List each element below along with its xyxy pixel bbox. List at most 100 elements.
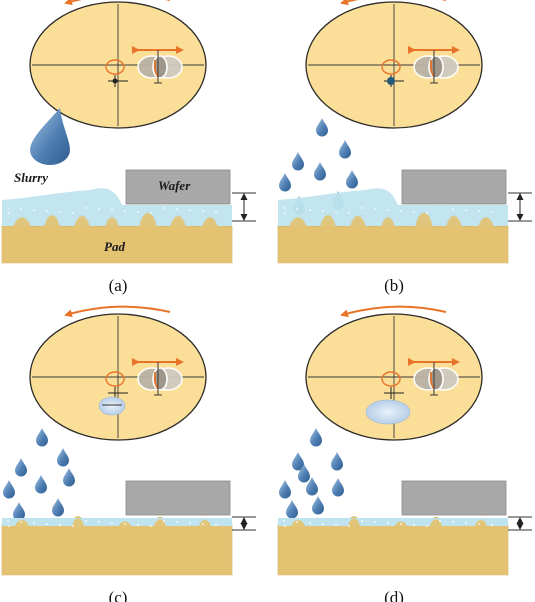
- slurry-particle: [33, 522, 35, 524]
- slurry-particle: [46, 523, 48, 525]
- slurry-particle: [59, 211, 61, 213]
- slurry-droplet: [286, 500, 298, 519]
- slurry-particle: [176, 208, 178, 210]
- slurry-particle: [361, 207, 363, 209]
- label-slurry: Slurry: [14, 170, 48, 185]
- slurry-particle: [137, 211, 139, 213]
- carrier-marker: [429, 371, 435, 390]
- slurry-particle: [374, 521, 376, 523]
- slurry-droplet: [298, 464, 310, 483]
- slurry-droplet: [279, 480, 291, 499]
- slurry-particle: [284, 212, 286, 214]
- panel-caption: (c): [109, 588, 128, 602]
- slurry-particle: [335, 524, 337, 526]
- slurry-particle: [124, 523, 126, 525]
- slurry-particle: [387, 209, 389, 211]
- residue-spot: [98, 396, 126, 416]
- slurry-particle: [72, 212, 74, 214]
- slurry-particle: [98, 208, 100, 210]
- pad-asperities: [278, 518, 508, 575]
- panel-caption: (a): [109, 276, 128, 295]
- slurry-particle: [20, 208, 22, 210]
- slurry-particle: [413, 211, 415, 213]
- slurry-droplet: [52, 498, 64, 517]
- slurry-particle: [400, 210, 402, 212]
- center-ring: [381, 59, 401, 75]
- panel-d: (d): [277, 305, 532, 602]
- carrier-marker: [153, 59, 159, 78]
- slurry-particle: [309, 209, 311, 211]
- slurry-particle: [215, 211, 217, 213]
- panel-b: (b): [277, 0, 532, 295]
- slurry-droplet: [314, 162, 326, 181]
- slurry-droplet: [331, 452, 343, 471]
- slurry-droplet: [310, 428, 322, 447]
- slurry-particle: [348, 525, 350, 527]
- slurry-particle: [439, 207, 441, 209]
- slurry-particle: [163, 207, 165, 209]
- slurry-particle: [33, 209, 35, 211]
- slurry-droplet: [13, 502, 25, 521]
- slurry-droplet: [36, 428, 48, 447]
- slurry-particle: [20, 521, 22, 523]
- slurry-particle: [202, 523, 204, 525]
- slurry-particle: [400, 523, 402, 525]
- residue-dot: [387, 77, 395, 85]
- center-ring: [105, 59, 125, 75]
- rotation-arrow: [64, 305, 171, 318]
- label-pad: Pad: [104, 239, 125, 254]
- slurry-particle: [8, 212, 10, 214]
- center-ring: [381, 371, 401, 387]
- rotation-arrow: [340, 0, 446, 6]
- slurry-droplet: [292, 152, 304, 171]
- slurry-droplet: [339, 140, 351, 159]
- slurry-particle: [387, 522, 389, 524]
- slurry-droplet: [332, 478, 344, 497]
- pad-asperities: [2, 213, 232, 263]
- slurry-film: [2, 518, 232, 526]
- wafer-block: [125, 480, 231, 516]
- slurry-droplet: [279, 173, 291, 192]
- center-ring: [105, 371, 125, 387]
- panel-caption: (d): [384, 588, 404, 602]
- slurry-particle: [478, 210, 480, 212]
- slurry-particle: [283, 520, 285, 522]
- slurry-film: [278, 518, 508, 526]
- slurry-droplet-large: [30, 108, 70, 165]
- slurry-droplet: [35, 475, 47, 494]
- slurry-particle: [426, 525, 428, 527]
- center-dot: [112, 78, 118, 84]
- slurry-particle: [284, 525, 286, 527]
- slurry-particle: [283, 207, 285, 209]
- slurry-droplet: [3, 480, 15, 499]
- slurry-particle: [296, 208, 298, 210]
- slurry-particle: [322, 210, 324, 212]
- slurry-particle: [7, 207, 9, 209]
- slurry-particle: [309, 522, 311, 524]
- slurry-particle: [98, 521, 100, 523]
- slurry-particle: [465, 522, 467, 524]
- slurry-particle: [137, 524, 139, 526]
- slurry-particle: [491, 524, 493, 526]
- slurry-particle: [426, 212, 428, 214]
- slurry-droplet: [63, 468, 75, 487]
- slurry-particle: [189, 522, 191, 524]
- slurry-layer: [2, 188, 232, 226]
- rotation-arrow: [340, 305, 447, 318]
- pad-asperities: [2, 518, 232, 575]
- slurry-particle: [150, 525, 152, 527]
- slurry-particle: [215, 524, 217, 526]
- slurry-particle: [59, 524, 61, 526]
- slurry-particle: [361, 520, 363, 522]
- slurry-droplet: [316, 118, 328, 137]
- slurry-particle: [465, 209, 467, 211]
- slurry-particle: [8, 525, 10, 527]
- slurry-droplet: [306, 477, 318, 496]
- slurry-droplet: [292, 452, 304, 471]
- wafer-block: [401, 480, 507, 516]
- slurry-particle: [452, 208, 454, 210]
- slurry-particle: [478, 523, 480, 525]
- slurry-particle: [491, 211, 493, 213]
